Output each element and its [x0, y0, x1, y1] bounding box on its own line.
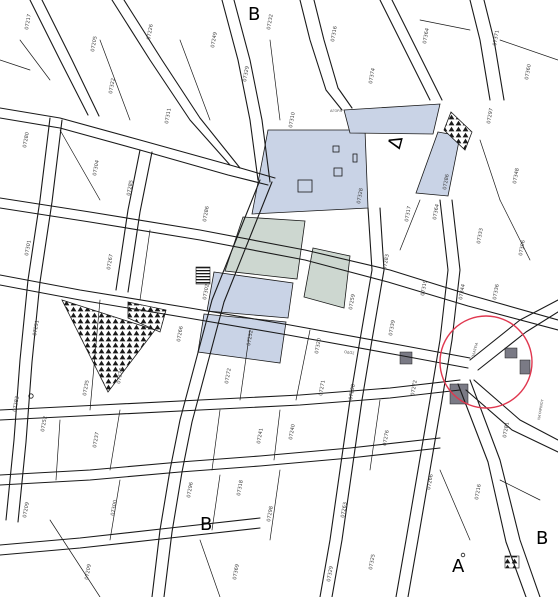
square-feature-4 [332, 145, 340, 153]
block-label: 07297 [486, 108, 495, 125]
block-label: 07249 [210, 32, 219, 49]
block-label: 07310 [288, 112, 297, 129]
block-label: 07241 [256, 428, 265, 445]
street-label: ΟΔΟΣ [344, 350, 356, 356]
zone-letter-alpha-bottom: Α [452, 556, 465, 577]
block-label: 07266 [176, 326, 185, 343]
block-label: 07209 [22, 502, 31, 519]
block-label: 07283 [382, 254, 391, 271]
block-label: 07301 [24, 240, 33, 257]
block-label: 07325 [368, 554, 377, 571]
block-label: 07364 [432, 204, 441, 221]
block-label: 07232 [266, 14, 275, 31]
square-feature-1 [297, 179, 313, 193]
block-label: 07374 [368, 68, 377, 85]
block-label: 07322 [108, 78, 117, 95]
street-label: ΝΑΥΑΡΙΝΟΥ [537, 398, 545, 420]
block-label: 07300 [110, 500, 119, 517]
block-label: 07339 [388, 320, 397, 337]
block-label: 07272 [410, 380, 419, 397]
block-label: 07283 [12, 396, 21, 413]
block-label: 07251 [32, 320, 41, 337]
block-label: 07369 [232, 564, 241, 581]
block-label: 07298 [266, 506, 275, 523]
block-label: 07304 [92, 160, 101, 177]
hatched-zone-large-west [61, 299, 156, 393]
block-label: 07320 [314, 338, 323, 355]
block-label: 07360 [524, 64, 533, 81]
block-label: 07271 [318, 380, 327, 397]
block-label: 07348 [512, 168, 521, 185]
block-label-layer: 07217 07205 07226 07249 07232 07316 0736… [12, 14, 533, 583]
zone-letter-b-bottom-right: Β [536, 528, 548, 549]
street-label: ΠΛΑΤΕΙΑ [471, 342, 479, 359]
block-label: 07272 [224, 368, 233, 385]
block-label: 07205 [90, 36, 99, 53]
block-label: 07296 [186, 482, 195, 499]
highlight-zone-south-west-a [206, 271, 294, 319]
square-feature-2 [333, 167, 343, 177]
striped-building-center [195, 266, 211, 285]
marker-circle-south [460, 552, 466, 558]
block-label: 07329 [326, 566, 335, 583]
street-label: ΑΓΟΡΑ [330, 109, 342, 113]
hatched-zone-northeast [443, 111, 473, 151]
street-label-layer: ΑΓΟΡΑ ΟΔΟΣ ΠΛΑΤΕΙΑ ΝΑΥΑΡΙΝΟΥ [330, 109, 545, 420]
highlight-zone-north-strip [343, 103, 441, 135]
block-label: 07240 [288, 424, 297, 441]
block-label: 07328 [356, 188, 365, 205]
block-label: 07329 [242, 66, 251, 83]
block-label: 07316 [330, 26, 339, 43]
block-label: 07216 [474, 484, 483, 501]
block-label: 07286 [202, 206, 211, 223]
block-label: 07319 [420, 280, 429, 297]
block-label: 07266 [426, 474, 435, 491]
block-label: 07263 [340, 502, 349, 519]
zone-letter-b-top: B [248, 4, 260, 25]
block-label: 07317 [404, 206, 413, 223]
highlight-zone-central-north [251, 129, 369, 215]
dark-building-3 [504, 347, 518, 359]
marker-circle-west [28, 393, 34, 399]
block-label: 07371 [492, 30, 501, 47]
block-label: 07280 [22, 132, 31, 149]
block-label: 07274 [116, 368, 125, 385]
block-label: 07238 [348, 384, 357, 401]
block-label: 07281 [502, 422, 511, 439]
dark-building-4 [519, 359, 531, 375]
dark-building-1 [399, 351, 413, 365]
block-label: 07336 [492, 284, 501, 301]
block-label: 07306 [518, 240, 527, 257]
block-label: 07235 [82, 380, 91, 397]
block-label: 07285 [126, 180, 135, 197]
block-label: 07344 [458, 284, 467, 301]
block-label: 07286 [442, 174, 451, 191]
block-label: 07252 [40, 416, 49, 433]
square-feature-3 [352, 153, 358, 163]
block-label: 07364 [422, 28, 431, 45]
hatched-building-south [504, 555, 520, 569]
block-label: 07267 [106, 254, 115, 271]
block-label: 07311 [164, 108, 173, 125]
block-label: 07252 [246, 330, 255, 347]
block-label: 07302 [202, 284, 211, 301]
block-label: 07237 [92, 432, 101, 449]
block-label: 07276 [382, 430, 391, 447]
block-label: 07333 [476, 228, 485, 245]
block-label: 07318 [236, 480, 245, 497]
highlight-circle [439, 315, 533, 409]
block-label: 07209 [84, 564, 93, 581]
block-label: 07226 [146, 24, 155, 41]
block-label: 07259 [348, 294, 357, 311]
zone-letter-b-bottom-left: B [200, 514, 212, 535]
block-label: 07217 [24, 14, 33, 31]
